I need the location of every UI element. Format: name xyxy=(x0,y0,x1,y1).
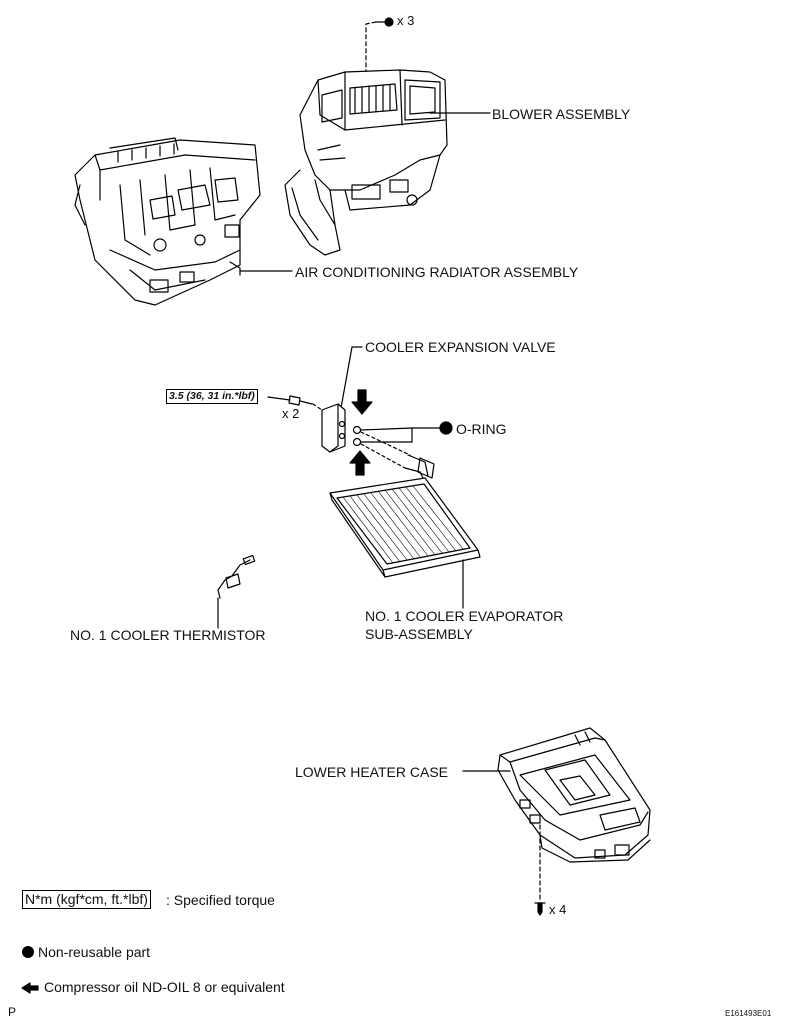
evaporator-illustration xyxy=(329,454,481,578)
blower-assembly-illustration xyxy=(284,69,448,256)
bolts-quantity: x 2 xyxy=(282,406,300,421)
thermistor-label: NO. 1 COOLER THERMISTOR xyxy=(70,627,266,643)
bottom-screws-quantity: x 4 xyxy=(549,902,567,917)
legend-oil-text: Compressor oil ND-OIL 8 or equivalent xyxy=(44,979,285,995)
legend-arrow-icon xyxy=(21,982,39,994)
o-ring-1-icon xyxy=(352,425,362,435)
legend-torque-text: : Specified torque xyxy=(166,892,275,908)
legend-nonreusable: Non-reusable part xyxy=(22,944,150,960)
pipe-dashed-2 xyxy=(360,443,406,469)
radiator-assembly-label: AIR CONDITIONING RADIATOR ASSEMBLY xyxy=(295,264,579,280)
torque-spec-box: 3.5 (36, 31 in.*lbf) xyxy=(166,389,258,404)
evaporator-label-line1: NO. 1 COOLER EVAPORATOR xyxy=(365,608,564,624)
blower-assembly-label: BLOWER ASSEMBLY xyxy=(492,106,631,122)
footer-page-marker: P xyxy=(8,1005,17,1019)
figure-code: E161493E01 xyxy=(725,1009,772,1018)
legend-nonreusable-text: Non-reusable part xyxy=(38,944,151,960)
evaporator-label-line2: SUB-ASSEMBLY xyxy=(365,626,473,642)
lower-heater-case-illustration xyxy=(497,727,651,863)
top-screws-quantity: x 3 xyxy=(397,13,415,28)
lower-heater-case-label: LOWER HEATER CASE xyxy=(295,764,448,780)
bottom-screw-icon xyxy=(534,902,546,916)
expansion-valve-label: COOLER EXPANSION VALVE xyxy=(365,339,556,355)
expansion-valve-illustration xyxy=(321,403,346,453)
o-ring-2-icon xyxy=(352,437,362,447)
o-ring-label: O-RING xyxy=(456,421,507,437)
o-ring-leader xyxy=(360,427,441,443)
o-ring-nonreusable-dot-icon xyxy=(439,421,453,435)
oil-arrow-down-icon xyxy=(351,389,373,415)
legend-torque-box: N*m (kgf*cm, ft.*lbf) xyxy=(22,890,151,909)
radiator-assembly-illustration xyxy=(74,137,261,306)
thermistor-illustration xyxy=(217,554,256,599)
top-screw-icon xyxy=(375,17,394,27)
oil-arrow-up-icon xyxy=(349,450,371,476)
valve-leader xyxy=(340,346,363,409)
nonreusable-dot-icon xyxy=(22,946,34,958)
bolt-dashed-leader xyxy=(312,403,323,411)
pipe-dashed-1 xyxy=(360,431,411,456)
bolt-icon xyxy=(267,395,313,406)
